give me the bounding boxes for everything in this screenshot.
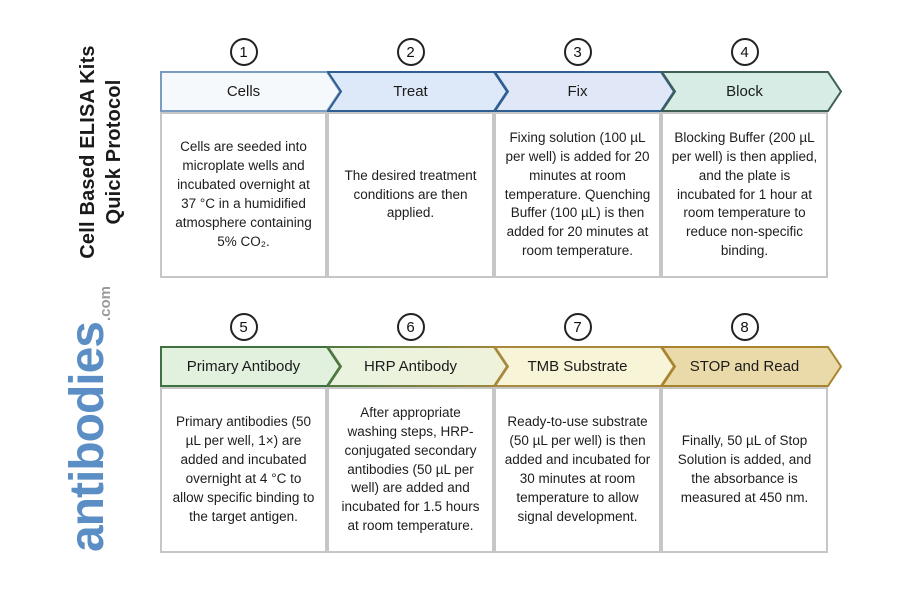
- step-label: HRP Antibody: [363, 358, 458, 375]
- step-description-box: Cells are seeded into microplate wells a…: [160, 112, 327, 278]
- step-header-arrow: Fix: [494, 71, 675, 112]
- step-description: Fixing solution (100 µL per well) is add…: [504, 129, 651, 259]
- vertical-title-line1: Cell Based ELISA Kits: [76, 45, 99, 259]
- step-description: Blocking Buffer (200 µL per well) is the…: [671, 129, 818, 259]
- step-number-badge: 7: [563, 313, 592, 341]
- brand-logo-text: antibodies: [61, 322, 114, 553]
- step-number: 4: [740, 43, 749, 61]
- step-header-arrow: Primary Antibody: [160, 346, 341, 387]
- step-description-box: Finally, 50 µL of Stop Solution is added…: [661, 387, 828, 553]
- step-header-arrow: Cells: [160, 71, 341, 112]
- step-label: Cells: [226, 83, 261, 100]
- step-description: After appropriate washing steps, HRP-con…: [341, 404, 480, 534]
- step-label: Treat: [393, 83, 428, 100]
- step-label: TMB Substrate: [527, 358, 628, 375]
- step-arrow-shape: [661, 71, 842, 112]
- step-description: Primary antibodies (50 µL per well, 1×) …: [172, 414, 315, 524]
- step-header-arrow: HRP Antibody: [327, 346, 508, 387]
- step-number: 3: [573, 43, 582, 61]
- step-arrow-shape: [661, 346, 842, 387]
- step-description-box: Ready-to-use substrate (50 µL per well) …: [494, 387, 661, 553]
- step-number: 7: [573, 318, 582, 336]
- brand-logo-suffix: .com: [97, 285, 114, 321]
- step-label: Primary Antibody: [186, 358, 301, 375]
- step-label: Block: [726, 83, 763, 100]
- step-number: 5: [239, 318, 248, 336]
- step-number-badge: 8: [730, 313, 759, 341]
- step-header-arrow: Treat: [327, 71, 508, 112]
- step-header-arrow: STOP and Read: [661, 346, 842, 387]
- step-description-box: After appropriate washing steps, HRP-con…: [327, 387, 494, 553]
- step-header-arrow: Block: [661, 71, 842, 112]
- vertical-title: Cell Based ELISA Kits Quick Protocol: [72, 37, 130, 267]
- step-label: STOP and Read: [689, 358, 800, 375]
- vertical-title-line2: Quick Protocol: [103, 79, 125, 225]
- step-number: 6: [406, 318, 415, 336]
- step-number-badge: 5: [229, 313, 258, 341]
- step-number-badge: 3: [563, 38, 592, 66]
- step-number-badge: 2: [396, 38, 425, 66]
- step-description: Cells are seeded into microplate wells a…: [175, 139, 312, 249]
- step-description: The desired treatment conditions are the…: [344, 167, 477, 221]
- step-number: 2: [406, 43, 415, 61]
- step-description-box: Fixing solution (100 µL per well) is add…: [494, 112, 661, 278]
- step-description-box: The desired treatment conditions are the…: [327, 112, 494, 278]
- step-description: Finally, 50 µL of Stop Solution is added…: [677, 433, 812, 505]
- brand-logo: antibodies .com: [60, 269, 130, 569]
- step-number-badge: 6: [396, 313, 425, 341]
- step-description: Ready-to-use substrate (50 µL per well) …: [504, 414, 651, 524]
- step-number-badge: 1: [229, 38, 258, 66]
- step-number: 1: [239, 43, 248, 61]
- step-number-badge: 4: [730, 38, 759, 66]
- step-description-box: Blocking Buffer (200 µL per well) is the…: [661, 112, 828, 278]
- step-number: 8: [740, 318, 749, 336]
- step-label: Fix: [567, 83, 588, 100]
- step-header-arrow: TMB Substrate: [494, 346, 675, 387]
- step-description-box: Primary antibodies (50 µL per well, 1×) …: [160, 387, 327, 553]
